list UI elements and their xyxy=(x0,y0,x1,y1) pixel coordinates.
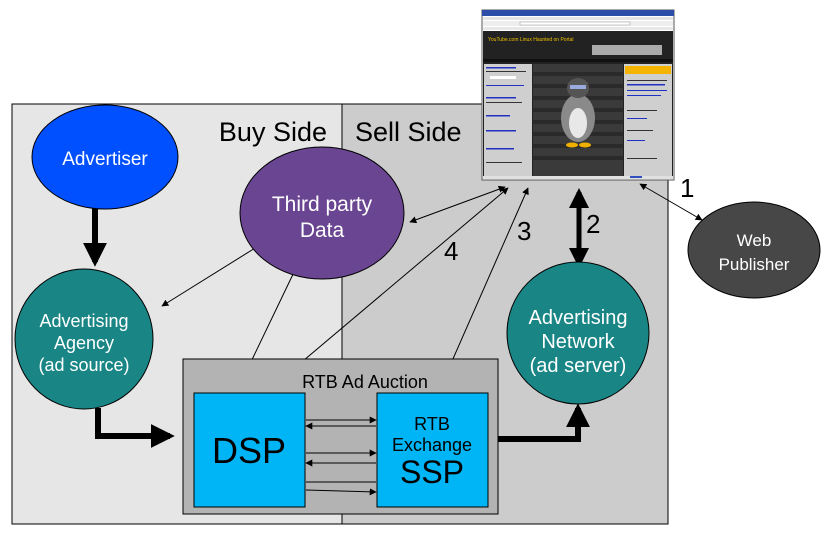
advertiser-label: Advertiser xyxy=(62,149,148,170)
buy-side-label: Buy Side xyxy=(219,117,327,147)
third-party-label-line2: Data xyxy=(300,219,345,242)
rtb-auction-title: RTB Ad Auction xyxy=(302,372,428,392)
network-label-line1: Advertising xyxy=(529,307,628,329)
dsp-box xyxy=(193,392,306,508)
agency-label-line3: (ad source) xyxy=(38,355,129,375)
sell-side-label: Sell Side xyxy=(355,117,462,147)
step-label-2: 2 xyxy=(586,209,600,239)
arrow-ssp-network xyxy=(498,403,590,442)
bid-arrow-6 xyxy=(305,488,377,496)
third-party-data-node xyxy=(239,146,405,280)
right-sidebar xyxy=(624,64,672,176)
publisher-label-line1: Web xyxy=(737,231,772,250)
ssp-label-line2: Exchange xyxy=(392,435,472,455)
advertising-network-node xyxy=(506,261,650,405)
step-label-3: 3 xyxy=(517,216,531,246)
agency-label-line1: Advertising xyxy=(39,311,128,331)
arrow-agency-dsp xyxy=(95,408,175,448)
step-label-1: 1 xyxy=(680,173,694,203)
webpage-screenshot: YouTube.com Linux Haunted on Portal xyxy=(481,9,675,181)
advertising-agency-node xyxy=(14,268,154,410)
dsp-label: DSP xyxy=(212,430,286,471)
ssp-label-line3: SSP xyxy=(400,454,464,490)
center-image xyxy=(533,64,623,176)
ssp-label-line1: RTB xyxy=(414,414,450,434)
browser-titlebar xyxy=(482,10,674,16)
step-label-4: 4 xyxy=(444,236,458,266)
network-label-line3: (ad server) xyxy=(530,355,627,377)
publisher-label-line2: Publisher xyxy=(719,255,790,274)
third-party-label-line1: Third party xyxy=(272,193,373,216)
agency-label-line2: Agency xyxy=(54,333,114,353)
banner-ad xyxy=(592,45,662,55)
advertiser-node xyxy=(31,104,179,210)
address-bar xyxy=(519,21,631,26)
left-sidebar xyxy=(484,64,532,176)
web-publisher-node xyxy=(687,201,821,299)
network-label-line2: Network xyxy=(541,331,615,353)
arrow-1-webpage-publisher xyxy=(639,183,703,221)
ssp-box xyxy=(376,392,489,508)
arrow-third-party-to-agency xyxy=(161,239,269,307)
site-title: YouTube.com Linux Haunted on Portal xyxy=(488,37,574,43)
